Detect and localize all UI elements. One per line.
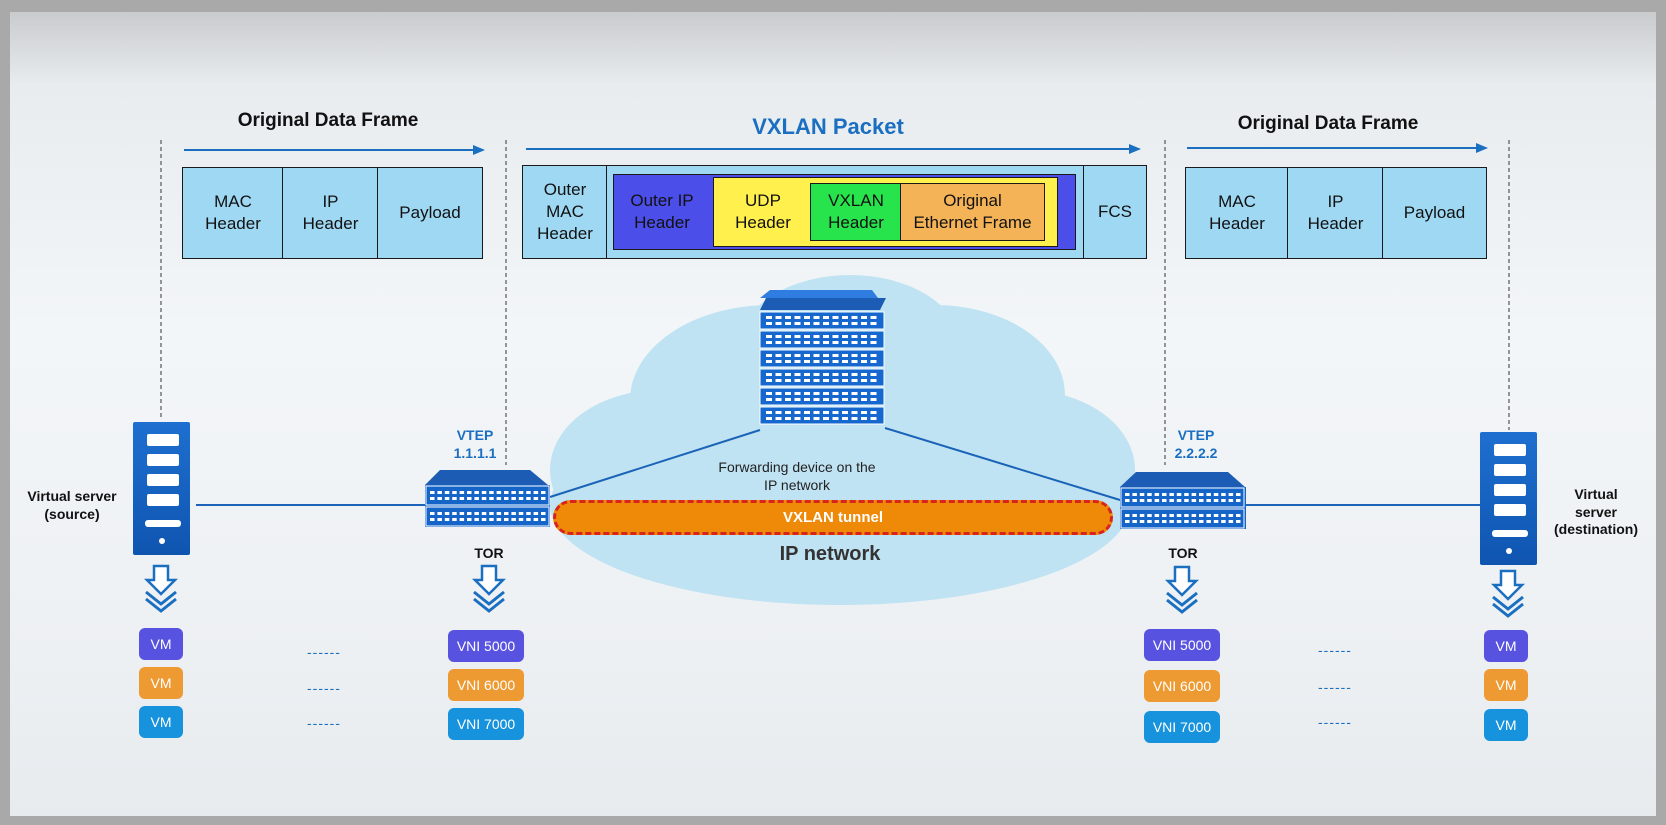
- forwarding-device-label: Forwarding device on the IP network: [718, 459, 876, 494]
- vni-right-7000: VNI 7000: [1144, 711, 1220, 743]
- vni-right-6000: VNI 6000: [1144, 670, 1220, 702]
- vxlan-packet-title: VXLAN Packet: [752, 114, 904, 139]
- right-mac-header: MAC Header: [1185, 167, 1289, 259]
- forwarding-device-icon: [759, 290, 886, 425]
- source-vm-2: VM: [139, 667, 183, 699]
- vtep-left-label: VTEP 1.1.1.1: [453, 427, 497, 461]
- ellipsis-left-1: ------: [307, 644, 341, 660]
- left-ip-header: IP Header: [282, 167, 379, 259]
- vtep-right-label: VTEP 2.2.2.2: [1174, 427, 1218, 461]
- source-server-label: Virtual server (source): [27, 488, 117, 522]
- left-frame-title: Original Data Frame: [237, 110, 419, 131]
- destination-vm-3: VM: [1484, 709, 1528, 741]
- ellipsis-right-2: ------: [1318, 679, 1352, 695]
- ellipsis-right-3: ------: [1318, 714, 1352, 730]
- vni-left-6000: VNI 6000: [448, 669, 524, 701]
- ellipsis-left-2: ------: [307, 680, 341, 696]
- guide-lines: [160, 140, 1510, 465]
- destination-server-icon: [1480, 432, 1537, 565]
- destination-vm-1: VM: [1484, 630, 1528, 662]
- outer-mac-header: Outer MAC Header: [522, 165, 608, 259]
- right-payload: Payload: [1382, 167, 1487, 259]
- tor-left-label: TOR: [474, 545, 504, 561]
- vxlan-header: VXLAN Header: [810, 183, 902, 241]
- outer-ip-header: Outer IP Header: [630, 190, 694, 232]
- ellipsis-left-3: ------: [307, 715, 341, 731]
- down-arrow-icons: [143, 564, 1526, 618]
- tor-switch-right-icon: [1120, 472, 1246, 529]
- destination-server-label: Virtual server (destination): [1554, 486, 1638, 537]
- ellipsis-right-1: ------: [1318, 642, 1352, 658]
- udp-header: UDP Header: [735, 190, 791, 232]
- fcs-field: FCS: [1083, 165, 1147, 259]
- original-ethernet-frame: Original Ethernet Frame: [900, 183, 1045, 241]
- destination-vm-2: VM: [1484, 669, 1528, 701]
- tor-switch-left-icon: [425, 470, 550, 527]
- tor-right-label: TOR: [1168, 545, 1198, 561]
- direction-arrows: [184, 143, 1488, 155]
- source-vm-3: VM: [139, 706, 183, 738]
- vxlan-tunnel: VXLAN tunnel: [553, 500, 1113, 535]
- right-frame-title: Original Data Frame: [1237, 113, 1419, 134]
- vni-left-5000: VNI 5000: [448, 630, 524, 662]
- connection-lines: [196, 427, 1480, 506]
- left-mac-header: MAC Header: [182, 167, 284, 259]
- source-vm-1: VM: [139, 628, 183, 660]
- source-server-icon: [133, 422, 190, 555]
- left-payload: Payload: [377, 167, 483, 259]
- right-ip-header: IP Header: [1287, 167, 1384, 259]
- vni-right-5000: VNI 5000: [1144, 629, 1220, 661]
- ip-network-label: IP network: [779, 543, 881, 565]
- vni-left-7000: VNI 7000: [448, 708, 524, 740]
